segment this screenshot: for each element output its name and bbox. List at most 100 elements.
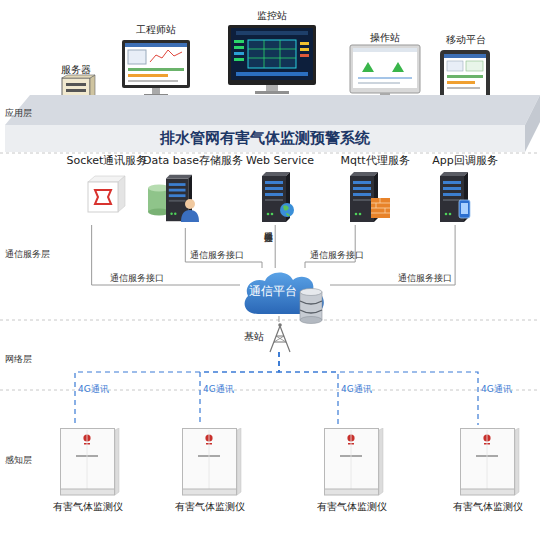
mqtt-service-icon bbox=[385, 208, 386, 213]
layer-separator bbox=[0, 153, 540, 390]
node-text: 工程师站 bbox=[115, 24, 197, 36]
socket-service-icon bbox=[88, 176, 125, 212]
cloud-outline bbox=[245, 273, 324, 314]
monitor-station-icon bbox=[266, 85, 278, 91]
engineer-monitor-icon bbox=[128, 74, 168, 77]
interface-label: 通信服务接口 bbox=[310, 250, 364, 261]
wireless-link bbox=[75, 352, 279, 425]
socket-service-icon bbox=[95, 190, 111, 204]
monitor-station-icon bbox=[300, 54, 309, 57]
monitor-station-icon bbox=[248, 40, 296, 68]
web-service-icon bbox=[283, 205, 290, 216]
band-side-face bbox=[525, 95, 540, 152]
service-node: App回调服务 bbox=[420, 153, 510, 225]
node-text: 通信平台 bbox=[244, 285, 302, 299]
mqtt-service-icon bbox=[371, 213, 390, 214]
server-icon bbox=[66, 89, 86, 92]
mqtt-service-icon bbox=[380, 198, 381, 203]
mqtt-service-icon bbox=[376, 203, 377, 208]
mobile-tablet-icon bbox=[447, 75, 483, 78]
layer-label: 应用层 bbox=[5, 108, 32, 119]
node-text: 有害气体监测仪 bbox=[38, 501, 138, 513]
band-front-face bbox=[5, 125, 525, 152]
mobile-tablet-icon bbox=[440, 50, 490, 102]
base-station-tower bbox=[270, 326, 290, 352]
operator-monitor-icon bbox=[392, 62, 404, 72]
monitor-station-icon bbox=[264, 40, 265, 68]
database-cylinder bbox=[300, 301, 322, 304]
app-terminal: 监控站 bbox=[222, 10, 322, 92]
layer-separator bbox=[0, 153, 540, 154]
sensor-device: 有害气体监测仪 bbox=[38, 425, 138, 517]
server-icon bbox=[62, 75, 95, 78]
interface-label: 通信服务接口 bbox=[110, 273, 164, 284]
mobile-tablet-icon bbox=[447, 61, 463, 71]
node-text: Mqtt代理服务 bbox=[330, 154, 420, 167]
mobile-tablet-icon bbox=[447, 87, 480, 89]
monitor-station-icon bbox=[231, 28, 313, 80]
band-shape bbox=[5, 95, 540, 152]
gas-monitor-cabinet bbox=[461, 428, 520, 495]
monitor-station-icon bbox=[234, 58, 244, 61]
interface-label: 通信服务接口 bbox=[398, 273, 452, 284]
service-node: Web Service bbox=[240, 153, 320, 225]
mqtt-service-icon bbox=[371, 198, 390, 218]
node-text: 监控站 bbox=[222, 10, 322, 22]
operator-monitor-icon bbox=[353, 48, 417, 88]
base-station-tower bbox=[274, 342, 286, 343]
app-service-icon bbox=[461, 203, 468, 214]
database-service-icon bbox=[181, 210, 199, 222]
monitor-station-icon bbox=[236, 31, 308, 35]
link-label: 4G通讯 bbox=[78, 384, 109, 395]
app-terminal: 服务器 bbox=[45, 64, 107, 114]
service-interface-line bbox=[278, 316, 279, 322]
node-text: Socket通讯服务 bbox=[59, 154, 155, 167]
band-top-face bbox=[5, 95, 540, 125]
link-label: 4G通讯 bbox=[341, 384, 372, 395]
monitor-station-icon bbox=[248, 49, 296, 50]
database-cylinder bbox=[300, 317, 322, 324]
server-icon bbox=[66, 83, 86, 86]
engineer-monitor-icon bbox=[125, 43, 187, 47]
interface-label: 通信服务接口 bbox=[190, 250, 244, 261]
wireless-link bbox=[279, 352, 478, 425]
database-service-icon bbox=[148, 175, 199, 222]
layer-label: 感知层 bbox=[5, 455, 32, 466]
mqtt-service-icon bbox=[371, 208, 390, 209]
database-cylinder bbox=[300, 292, 322, 320]
link-label: 4G通讯 bbox=[481, 384, 512, 395]
wireless-link bbox=[279, 352, 338, 425]
layer-label: 网络层 bbox=[5, 354, 32, 365]
link-label: 4G通讯 bbox=[203, 384, 234, 395]
monitor-station-icon bbox=[228, 25, 316, 94]
socket-service-icon bbox=[118, 176, 125, 212]
base-station-tower bbox=[274, 336, 284, 342]
mobile-tablet-icon bbox=[447, 81, 475, 84]
operator-monitor-icon bbox=[358, 78, 412, 79]
monitor-station-icon bbox=[280, 40, 281, 68]
web-service-icon bbox=[280, 203, 294, 217]
monitor-station-icon bbox=[248, 58, 296, 59]
layer-separator bbox=[0, 320, 540, 321]
node-text: 操作站 bbox=[345, 32, 425, 44]
engineer-monitor-icon bbox=[128, 80, 178, 82]
service-node: Mqtt代理服务 bbox=[330, 153, 420, 225]
base-station-tower bbox=[276, 336, 286, 342]
mqtt-service-icon bbox=[350, 172, 390, 222]
layer-label: 通信服务层 bbox=[5, 249, 50, 260]
monitor-station-icon bbox=[255, 91, 289, 94]
node-text: 有害气体监测仪 bbox=[302, 501, 402, 513]
gas-monitor-cabinet bbox=[183, 428, 242, 495]
operator-monitor-icon bbox=[350, 45, 420, 93]
operator-monitor-icon bbox=[353, 48, 417, 52]
service-interface-line bbox=[305, 225, 355, 268]
mobile-tablet-icon bbox=[444, 54, 486, 58]
monitor-station-icon bbox=[234, 52, 244, 55]
database-cylinder bbox=[300, 289, 322, 324]
node-text: Data base存储服务 bbox=[138, 154, 248, 167]
app-terminal: 操作站 bbox=[345, 32, 425, 102]
app-service-icon bbox=[459, 200, 470, 218]
